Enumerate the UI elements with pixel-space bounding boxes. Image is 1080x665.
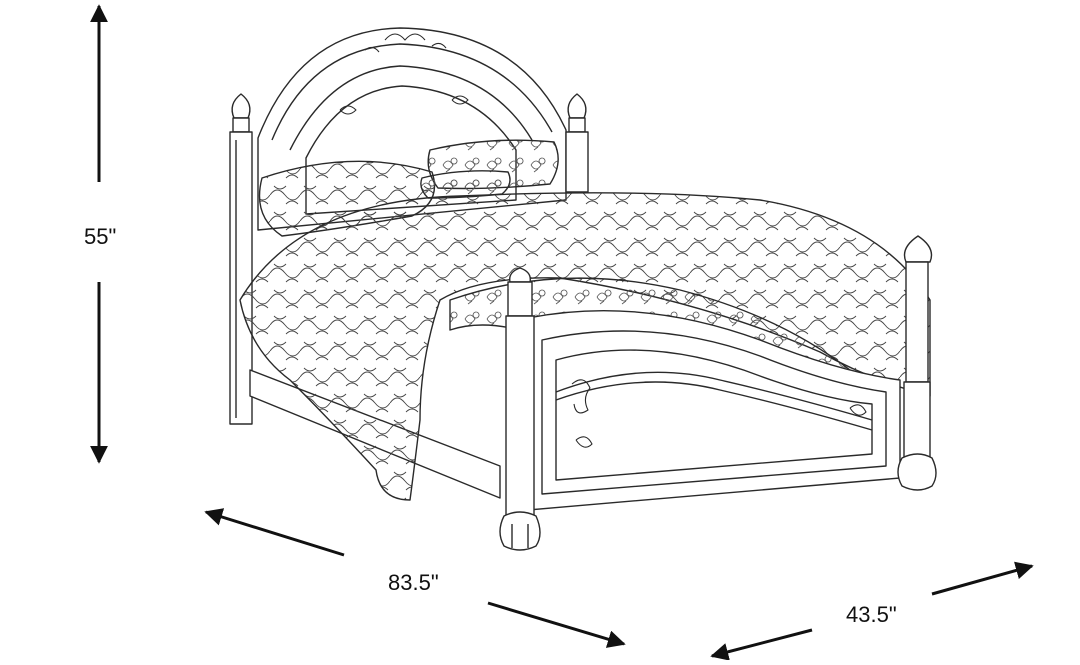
- height-label: 55": [84, 224, 117, 249]
- back-right-post: [565, 93, 589, 193]
- front-left-post: [499, 267, 541, 551]
- footboard: [527, 309, 901, 511]
- length-label: 83.5": [388, 570, 439, 595]
- bed-illustration: [229, 27, 937, 551]
- width-label: 43.5": [846, 602, 897, 627]
- length-arrow: [204, 508, 626, 648]
- front-right-post: [897, 235, 937, 491]
- width-arrow: [710, 561, 1034, 661]
- back-left-post: [229, 93, 253, 425]
